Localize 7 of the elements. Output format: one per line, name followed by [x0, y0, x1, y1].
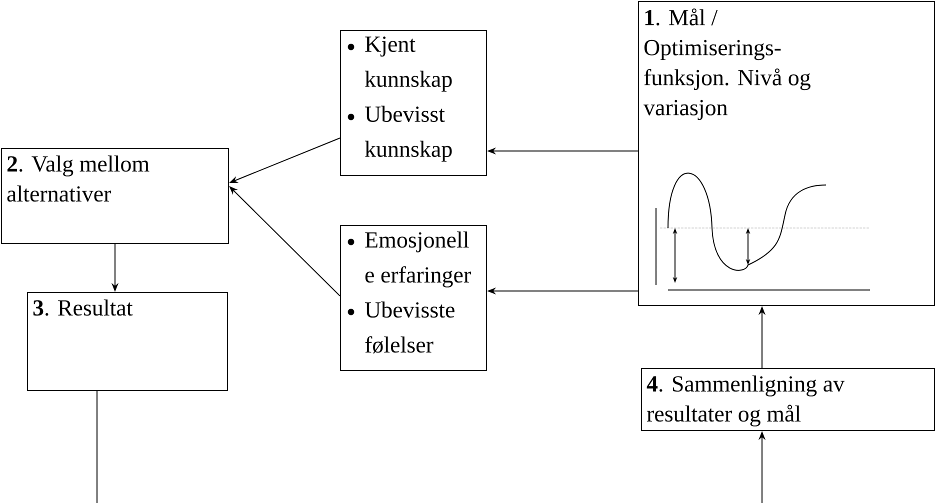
list-box: Emosjonell e erfaringer Ubevisste følelser [340, 225, 487, 371]
process-box: 2. Valg mellom alternativer [1, 148, 229, 244]
goal-box: 1. Mål / Optimiserings-funksjon. Nivå og variasjon [638, 1, 936, 306]
arrow [229, 186, 340, 296]
process-box: 3. Resultat [27, 292, 228, 391]
process-box: 4. Sammenligning av resultater og mål [641, 368, 936, 431]
list-box: Kjent kunnskap Ubevisst kunnskap [340, 30, 487, 176]
